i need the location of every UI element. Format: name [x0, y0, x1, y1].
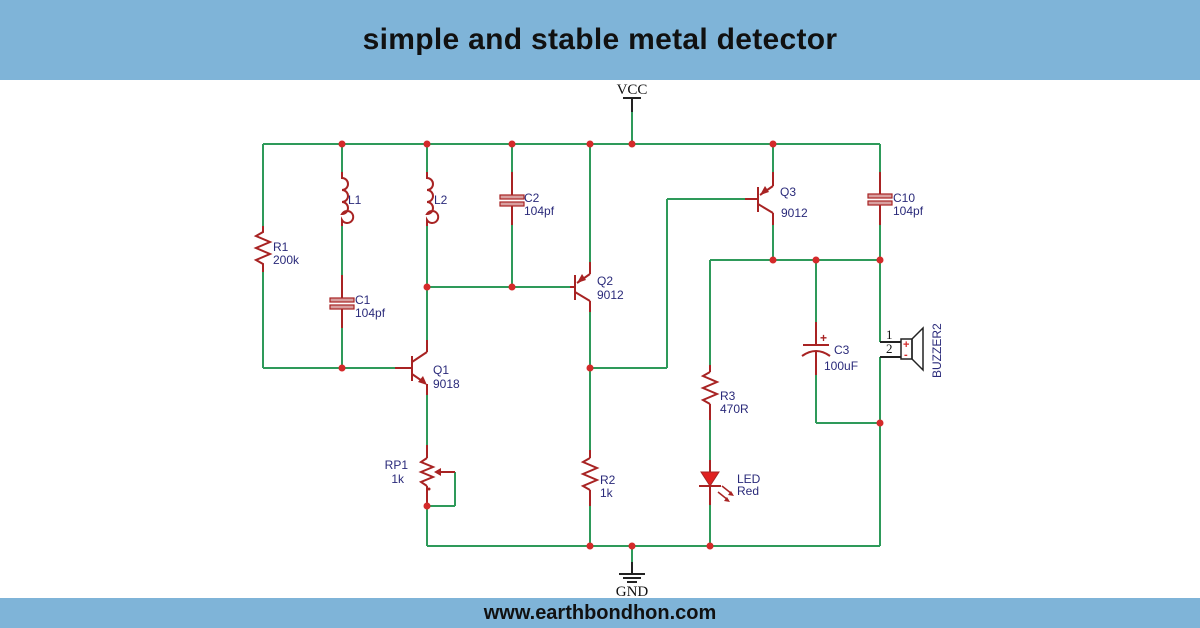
buzzer-plus: + — [903, 339, 909, 351]
junction-dot — [423, 140, 431, 148]
c2-value: 104pf — [524, 204, 555, 218]
resistor-r1: R1 200k — [253, 226, 300, 272]
c3-ref: C3 — [834, 343, 850, 357]
footer-banner: www.earthbondhon.com — [0, 598, 1200, 628]
r3-ref: R3 — [720, 389, 736, 403]
gnd-label: GND — [616, 584, 649, 600]
transistor-q2: Q2 9012 — [570, 262, 624, 312]
buzzer-ref: BUZZER2 — [930, 323, 944, 378]
c10-ref: C10 — [893, 191, 915, 205]
wires — [262, 112, 881, 562]
q3-ref: Q3 — [780, 185, 796, 199]
junction-dot — [706, 542, 714, 550]
c3-value: 100uF — [824, 359, 858, 373]
junction-dot — [338, 364, 346, 372]
c2-ref: C2 — [524, 191, 540, 205]
junction-dot — [876, 256, 884, 264]
website-link[interactable]: www.earthbondhon.com — [483, 601, 717, 624]
potentiometer-rp1: RP1 1k — [385, 445, 455, 506]
r2-ref: R2 — [600, 473, 616, 487]
junction-dot — [769, 256, 777, 264]
vcc-symbol: VCC — [617, 82, 648, 112]
q3-value: 9012 — [781, 206, 808, 220]
vcc-label: VCC — [617, 82, 648, 98]
junction-dot — [423, 283, 431, 291]
c1-ref: C1 — [355, 293, 371, 307]
r3-value: 470R — [720, 402, 749, 416]
led-red: LED Red — [699, 460, 761, 505]
resistor-r2: R2 1k — [580, 450, 616, 506]
inductor-l2: L2 — [425, 172, 448, 226]
r1-ref: R1 — [273, 240, 289, 254]
inductor-l1: L1 — [340, 172, 362, 226]
junction-dot — [628, 140, 636, 148]
rp1-value: 1k — [391, 472, 405, 486]
rp1-ref: RP1 — [385, 458, 409, 472]
transistor-q3: Q3 9012 — [745, 172, 808, 225]
gnd-symbol: GND — [616, 562, 649, 600]
q1-value: 9018 — [433, 377, 460, 391]
junction-dot — [338, 140, 346, 148]
buzzer: 1 2 + - BUZZER2 — [880, 323, 944, 378]
c10-value: 104pf — [893, 204, 924, 218]
page-title: simple and stable metal detector — [362, 23, 838, 56]
capacitor-c10: C10 104pf — [867, 172, 924, 225]
q2-value: 9012 — [597, 288, 624, 302]
junction-dot — [586, 364, 594, 372]
buzzer-pin2: 2 — [886, 341, 893, 356]
q1-ref: Q1 — [433, 363, 449, 377]
junction-dot — [876, 419, 884, 427]
title-banner: simple and stable metal detector — [0, 0, 1200, 80]
r2-value: 1k — [600, 486, 614, 500]
junction-dot — [812, 256, 820, 264]
buzzer-pin1: 1 — [886, 327, 893, 342]
l1-ref: L1 — [348, 193, 362, 207]
q2-ref: Q2 — [597, 274, 613, 288]
resistor-r3: R3 470R — [700, 365, 749, 420]
transistor-q1: Q1 9018 — [395, 340, 460, 395]
capacitor-c3: + C3 100uF — [801, 322, 858, 375]
buzzer-minus: - — [904, 349, 908, 361]
capacitor-c2: C2 104pf — [499, 172, 555, 225]
junction-dot — [628, 542, 636, 550]
junction-dot — [508, 140, 516, 148]
r1-value: 200k — [273, 253, 300, 267]
junction-dot — [508, 283, 516, 291]
junction-dot — [586, 140, 594, 148]
junction-dot — [769, 140, 777, 148]
c1-value: 104pf — [355, 306, 386, 320]
c3-polarity: + — [820, 331, 827, 345]
l2-ref: L2 — [434, 193, 448, 207]
junction-dot — [423, 502, 431, 510]
capacitor-c1: C1 104pf — [329, 275, 386, 328]
led-value: Red — [737, 484, 759, 498]
led-ref: LED — [737, 472, 761, 486]
junction-dot — [586, 542, 594, 550]
junctions — [338, 140, 884, 550]
